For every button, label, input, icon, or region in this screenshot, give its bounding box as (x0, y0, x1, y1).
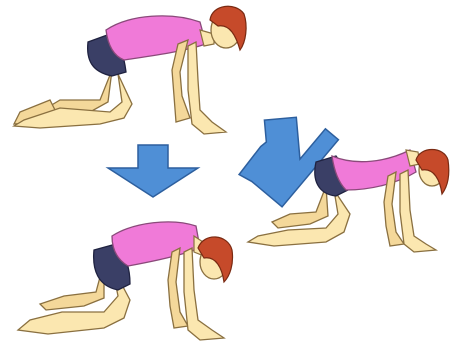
figure-cat-pose (14, 6, 246, 134)
arrow-down-icon (108, 145, 198, 197)
figure-neutral-pose (18, 222, 233, 340)
near-arm (188, 42, 226, 134)
